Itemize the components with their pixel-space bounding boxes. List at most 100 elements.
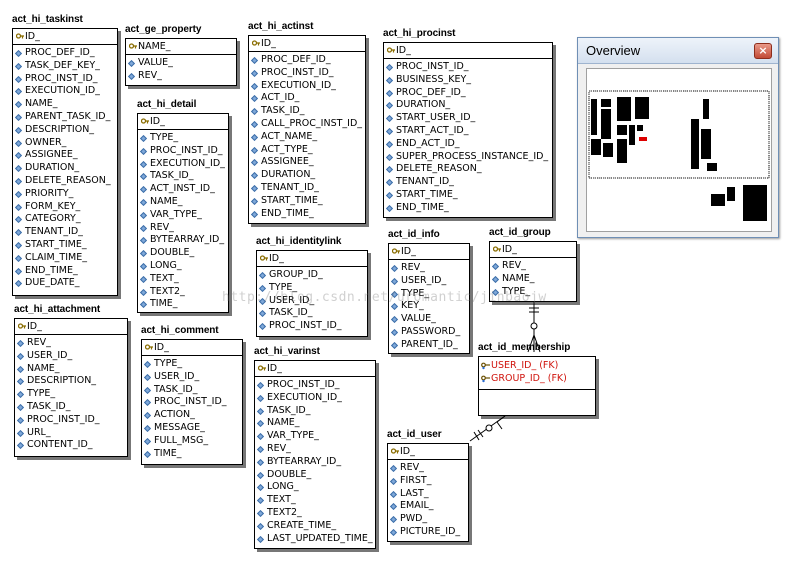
field-row[interactable]: FULL_MSG_ — [142, 435, 242, 448]
field-row[interactable]: BUSINESS_KEY_ — [384, 74, 552, 87]
primary-key-field[interactable]: ID_ — [389, 244, 469, 260]
foreign-key-field[interactable]: USER_ID_ (FK) — [479, 360, 595, 373]
field-row[interactable]: OWNER_ — [13, 137, 117, 150]
entity-box[interactable]: ID_ PROC_DEF_ID_TASK_DEF_KEY_PROC_INST_ID… — [12, 28, 118, 296]
field-row[interactable]: START_TIME_ — [249, 195, 365, 208]
field-row[interactable]: NAME_ — [255, 417, 375, 430]
entity-box[interactable]: ID_PROC_INST_ID_BUSINESS_KEY_PROC_DEF_ID… — [383, 42, 553, 218]
field-row[interactable]: PICTURE_ID_ — [388, 526, 468, 539]
field-row[interactable]: REV_ — [490, 260, 576, 273]
field-row[interactable]: PROC_INST_ID_ — [13, 73, 117, 86]
field-row[interactable]: DESCRIPTION_ — [13, 124, 117, 137]
entity-box[interactable]: ID_TYPE_USER_ID_TASK_ID_PROC_INST_ID_ACT… — [141, 339, 243, 465]
entity-box[interactable]: ID_REV_USER_ID_NAME_DESCRIPTION_TYPE_TAS… — [14, 318, 128, 457]
field-row[interactable]: PROC_INST_ID_ — [249, 67, 365, 80]
field-row[interactable]: TEXT2_ — [255, 507, 375, 520]
field-row[interactable]: PASSWORD_ — [389, 326, 469, 339]
field-row[interactable]: PROC_INST_ID_ — [257, 320, 367, 333]
field-row[interactable]: PARENT_ID_ — [389, 339, 469, 352]
field-row[interactable]: ASSIGNEE_ — [13, 149, 117, 162]
field-row[interactable]: PROC_INST_ID_ — [384, 61, 552, 74]
entity-box[interactable]: ID_GROUP_ID_TYPE_USER_ID_TASK_ID_PROC_IN… — [256, 250, 368, 337]
field-row[interactable]: USER_ID_ — [389, 275, 469, 288]
field-row[interactable]: LONG_ — [255, 481, 375, 494]
overview-titlebar[interactable]: Overview × — [578, 38, 778, 64]
entity-box[interactable]: ID_ REV_USER_ID_TYPE_KEY_VALUE_PASSWORD_P… — [388, 243, 470, 354]
field-row[interactable]: TASK_ID_ — [257, 307, 367, 320]
field-row[interactable]: PARENT_TASK_ID_ — [13, 111, 117, 124]
field-row[interactable]: TASK_ID_ — [138, 170, 228, 183]
field-row[interactable]: END_TIME_ — [249, 208, 365, 221]
field-row[interactable]: TENANT_ID_ — [13, 226, 117, 239]
field-row[interactable]: PROC_INST_ID_ — [142, 396, 242, 409]
field-row[interactable]: REV_ — [138, 222, 228, 235]
field-row[interactable]: CREATE_TIME_ — [255, 520, 375, 533]
primary-key-field[interactable]: ID_ — [13, 29, 117, 45]
field-row[interactable]: MESSAGE_ — [142, 422, 242, 435]
field-row[interactable]: NAME_ — [15, 363, 127, 376]
field-row[interactable]: NAME_ — [490, 273, 576, 286]
primary-key-field[interactable]: NAME_ — [126, 39, 236, 55]
field-row[interactable]: PROC_INST_ID_ — [255, 379, 375, 392]
field-row[interactable]: ASSIGNEE_ — [249, 156, 365, 169]
field-row[interactable]: REV_ — [126, 70, 236, 83]
field-row[interactable]: TASK_ID_ — [142, 384, 242, 397]
field-row[interactable]: ACT_INST_ID_ — [138, 183, 228, 196]
field-row[interactable]: URL_ — [15, 427, 127, 440]
field-row[interactable]: REV_ — [15, 337, 127, 350]
field-row[interactable]: EXECUTION_ID_ — [13, 85, 117, 98]
overview-window[interactable]: Overview × — [577, 37, 779, 238]
field-row[interactable]: BYTEARRAY_ID_ — [255, 456, 375, 469]
field-row[interactable]: TYPE_ — [389, 288, 469, 301]
close-icon[interactable]: × — [754, 43, 772, 59]
entity-box[interactable]: ID_REV_FIRST_LAST_EMAIL_PWD_PICTURE_ID_ — [387, 443, 469, 542]
field-row[interactable]: DESCRIPTION_ — [15, 375, 127, 388]
entity-box[interactable]: ID_PROC_DEF_ID_PROC_INST_ID_EXECUTION_ID… — [248, 35, 366, 224]
field-row[interactable]: VAR_TYPE_ — [255, 430, 375, 443]
field-row[interactable]: REV_ — [389, 262, 469, 275]
entity-box[interactable]: ID_PROC_INST_ID_EXECUTION_ID_TASK_ID_NAM… — [254, 360, 376, 549]
field-row[interactable]: PROC_DEF_ID_ — [13, 47, 117, 60]
field-row[interactable]: PROC_INST_ID_ — [15, 414, 127, 427]
field-row[interactable]: DURATION_ — [249, 169, 365, 182]
field-row[interactable]: START_TIME_ — [13, 239, 117, 252]
field-row[interactable]: USER_ID_ — [257, 295, 367, 308]
primary-key-field[interactable]: ID_ — [255, 361, 375, 377]
field-row[interactable]: FORM_KEY_ — [13, 201, 117, 214]
primary-key-field[interactable]: ID_ — [15, 319, 127, 335]
field-row[interactable]: TENANT_ID_ — [384, 176, 552, 189]
overview-viewport[interactable] — [588, 90, 770, 179]
field-row[interactable]: ACTION_ — [142, 409, 242, 422]
field-row[interactable]: ACT_NAME_ — [249, 131, 365, 144]
field-row[interactable]: DOUBLE_ — [138, 247, 228, 260]
field-row[interactable]: DUE_DATE_ — [13, 277, 117, 290]
field-row[interactable]: BYTEARRAY_ID_ — [138, 234, 228, 247]
field-row[interactable]: LONG_ — [138, 260, 228, 273]
field-row[interactable]: EMAIL_ — [388, 500, 468, 513]
field-row[interactable]: CONTENT_ID_ — [15, 439, 127, 452]
field-row[interactable]: EXECUTION_ID_ — [138, 158, 228, 171]
field-row[interactable]: NAME_ — [138, 196, 228, 209]
field-row[interactable]: FIRST_ — [388, 475, 468, 488]
field-row[interactable]: TYPE_ — [257, 282, 367, 295]
field-row[interactable]: PWD_ — [388, 513, 468, 526]
field-row[interactable]: KEY_ — [389, 300, 469, 313]
field-row[interactable]: TASK_ID_ — [255, 405, 375, 418]
field-row[interactable]: TEXT_ — [255, 494, 375, 507]
field-row[interactable]: TASK_DEF_KEY_ — [13, 60, 117, 73]
field-row[interactable]: LAST_ — [388, 488, 468, 501]
field-row[interactable]: DELETE_REASON_ — [13, 175, 117, 188]
field-row[interactable]: USER_ID_ — [142, 371, 242, 384]
field-row[interactable]: LAST_UPDATED_TIME_ — [255, 533, 375, 546]
foreign-key-field[interactable]: GROUP_ID_ (FK) — [479, 373, 595, 386]
field-row[interactable]: VALUE_ — [389, 313, 469, 326]
field-row[interactable]: DOUBLE_ — [255, 469, 375, 482]
